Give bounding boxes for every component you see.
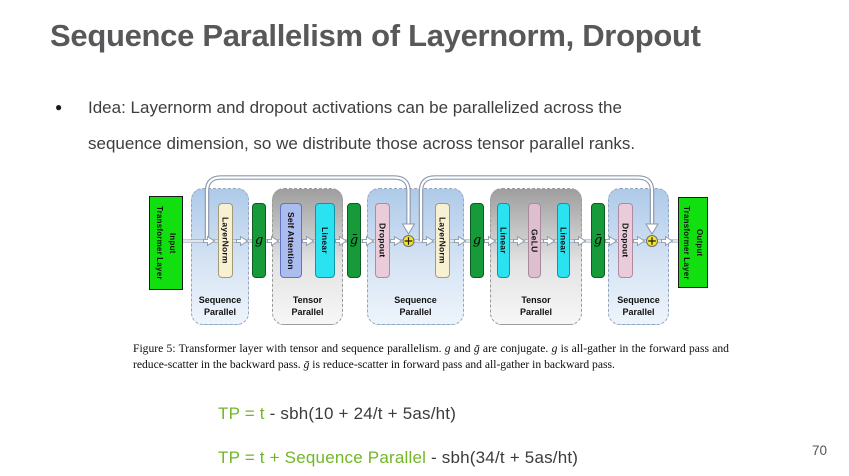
gather-conjugate-box-1: ḡ <box>347 203 361 278</box>
region-label: Tensor Parallel <box>519 295 553 317</box>
gather-box-1: g <box>252 203 266 278</box>
region-label: Sequence Parallel <box>617 295 660 317</box>
transformer-output-box: Transformer Layer Output <box>678 197 708 288</box>
bullet-line-2: sequence dimension, so we distribute tho… <box>88 134 636 153</box>
figure-caption: Figure 5: Transformer layer with tensor … <box>133 341 729 372</box>
layernorm-label: LayerNorm <box>437 217 448 264</box>
caption-text: Figure 5: Transformer layer with tensor … <box>133 342 445 355</box>
layernorm-box-2: LayerNorm <box>435 203 450 278</box>
caption-text: is all-gather in the forward pass and re… <box>133 342 729 371</box>
dropout-box-1: Dropout <box>375 203 390 278</box>
plus-icon <box>648 237 656 245</box>
dropout-box-2: Dropout <box>618 203 633 278</box>
flow-arrow-icon <box>203 235 216 247</box>
linear-box-2: Linear <box>497 203 510 278</box>
formula-tensor-parallel: TP = t - sbh(10 + 24/t + 5as/ht) <box>218 404 456 424</box>
layernorm-box-1: LayerNorm <box>218 203 233 278</box>
region-label: Sequence Parallel <box>198 295 242 317</box>
caption-text: and <box>450 342 474 355</box>
transformer-input-box: Transformer Layer Input <box>149 196 183 290</box>
flow-arrow-icon <box>267 235 280 247</box>
residual-pipe-2-inner <box>419 176 654 241</box>
gelu-label: GeLU <box>529 228 540 253</box>
bullet-line-1: Idea: Layernorm and dropout activations … <box>88 98 622 117</box>
page-title: Sequence Parallelism of Layernorm, Dropo… <box>50 18 701 53</box>
plus-icon <box>404 237 413 245</box>
caption-math-symbol: ḡ <box>473 342 480 355</box>
down-arrow-icon <box>401 223 416 235</box>
flow-arrow-icon <box>605 235 618 247</box>
gather-conjugate-label: ḡ <box>349 233 359 248</box>
flow-arrow-icon <box>633 235 646 247</box>
formula-sequence-parallel: TP = t + Sequence Parallel - sbh(34/t + … <box>218 448 578 468</box>
gelu-box: GeLU <box>528 203 541 278</box>
flow-arrow-icon <box>484 235 497 247</box>
flow-arrow-icon <box>362 235 375 247</box>
linear-label: Linear <box>558 227 569 254</box>
region-label: Sequence Parallel <box>394 295 437 317</box>
formula-highlight: TP = t + Sequence Parallel <box>218 448 427 467</box>
down-arrow-icon <box>645 223 659 235</box>
caption-text: are conjugate. <box>479 342 552 355</box>
caption-text: is reduce-scatter in forward pass and al… <box>309 357 615 371</box>
layernorm-label: LayerNorm <box>220 217 231 264</box>
linear-box-1: Linear <box>315 203 335 278</box>
self-attention-box: Self Attention <box>280 203 302 278</box>
gather-label: g <box>254 233 264 248</box>
linear-label: Linear <box>498 227 509 254</box>
formula-rest: - sbh(34/t + 5as/ht) <box>426 448 579 467</box>
region-label: Tensor Parallel <box>291 295 324 317</box>
linear-label: Linear <box>320 227 330 254</box>
flow-arrow-icon <box>390 235 403 247</box>
gather-label: g <box>472 233 482 248</box>
bullet-text: Idea: Layernorm and dropout activations … <box>88 90 768 162</box>
gather-conjugate-label: ḡ <box>593 233 603 248</box>
flow-arrow-icon <box>302 235 315 247</box>
self-attention-label: Self Attention <box>286 211 296 270</box>
flow-arrow-icon <box>454 235 467 247</box>
dropout-label: Dropout <box>620 223 631 258</box>
flow-arrow-icon <box>513 235 526 247</box>
linear-box-3: Linear <box>557 203 570 278</box>
gather-box-2: g <box>470 203 484 278</box>
flow-arrow-icon <box>661 235 674 247</box>
formula-highlight: TP = t <box>218 404 265 423</box>
transformer-input-label: Transformer Layer Input <box>155 206 177 280</box>
flow-arrow-icon <box>335 235 348 247</box>
transformer-diagram: Sequence Parallel Tensor Parallel Sequen… <box>145 170 710 335</box>
caption-math-symbol: g <box>551 342 558 355</box>
dropout-label: Dropout <box>377 223 388 258</box>
caption-math-symbol: g <box>444 342 451 355</box>
gather-conjugate-box-2: ḡ <box>591 203 605 278</box>
page-number: 70 <box>812 443 828 458</box>
flow-arrow-icon <box>543 235 556 247</box>
transformer-output-label: Transformer Layer Output <box>682 205 704 280</box>
flow-arrow-icon <box>574 235 587 247</box>
residual-pipe-1-inner <box>205 176 410 241</box>
caption-math-symbol: ḡ <box>303 357 310 371</box>
flow-arrow-icon <box>236 235 249 247</box>
flow-arrow-icon <box>422 235 435 247</box>
formula-rest: - sbh(10 + 24/t + 5as/ht) <box>264 404 457 423</box>
bullet-marker: ● <box>55 100 63 114</box>
